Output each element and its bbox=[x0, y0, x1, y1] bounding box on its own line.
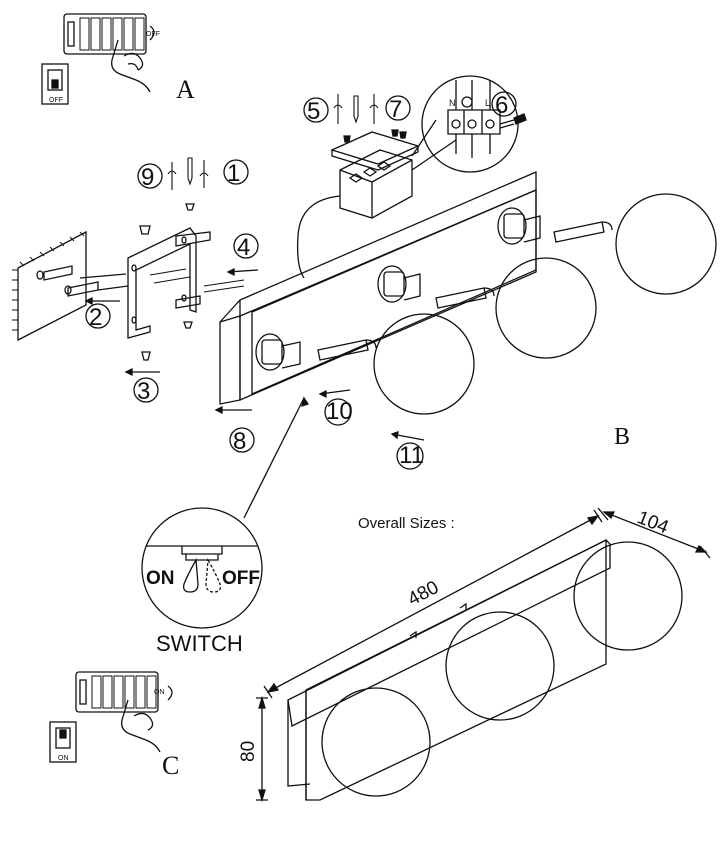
socket-1 bbox=[255, 333, 301, 371]
breaker-panel-a: OFF bbox=[63, 13, 160, 93]
step-5: 5 bbox=[307, 98, 320, 125]
screwdriver-icon-5-7 bbox=[333, 94, 379, 124]
terminal-callout-lines bbox=[411, 119, 457, 171]
breaker-off-label: OFF bbox=[49, 97, 63, 104]
step-4: 4 bbox=[237, 234, 250, 261]
terminal-block-detail bbox=[421, 75, 527, 173]
globe-shade-2 bbox=[495, 257, 597, 359]
breaker-off-icon bbox=[41, 63, 69, 105]
switch-callout-line bbox=[243, 397, 305, 519]
switch-on-label: ON bbox=[146, 568, 175, 589]
dim-globe-2 bbox=[445, 611, 555, 721]
dimension-80 bbox=[256, 695, 268, 803]
step-3: 3 bbox=[137, 378, 150, 405]
step-2: 2 bbox=[89, 304, 102, 331]
section-c-label: C bbox=[162, 751, 179, 780]
globe-shade-1 bbox=[373, 313, 475, 415]
overall-sizes-title: Overall Sizes : bbox=[358, 515, 455, 532]
dimension-480-label: 480 bbox=[404, 577, 442, 610]
socket-2 bbox=[377, 265, 421, 303]
breaker-off-text: OFF bbox=[146, 31, 160, 38]
step-10: 10 bbox=[326, 398, 353, 425]
breaker-on-icon bbox=[49, 721, 77, 763]
step-11: 11 bbox=[399, 442, 424, 469]
dimension-80-label: 80 bbox=[238, 741, 259, 762]
dimension-104 bbox=[597, 507, 711, 559]
step-1: 1 bbox=[227, 160, 240, 187]
junction-box bbox=[330, 129, 420, 219]
power-cable bbox=[296, 195, 341, 279]
dimension-480 bbox=[263, 509, 603, 699]
socket-3 bbox=[497, 207, 541, 245]
breaker-on-text: ON bbox=[154, 689, 165, 696]
gu10-bulb-1 bbox=[317, 339, 377, 361]
switch-off-label: OFF bbox=[222, 568, 260, 589]
step-9: 9 bbox=[141, 164, 154, 191]
dimension-drawing bbox=[287, 538, 683, 801]
section-b-label: B bbox=[614, 424, 630, 450]
wall-plugs bbox=[43, 265, 129, 297]
gu10-bulb-2 bbox=[435, 287, 495, 309]
dim-globe-1 bbox=[321, 687, 431, 797]
bracket-screws bbox=[139, 203, 245, 361]
screwdriver-icon-9-1 bbox=[167, 157, 209, 190]
step-numbers: 1 2 3 4 5 6 7 8 9 10 11 bbox=[85, 91, 517, 470]
dimension-104-label: 104 bbox=[634, 507, 672, 539]
section-a-label: A bbox=[176, 75, 195, 104]
switch-caption: SWITCH bbox=[156, 631, 243, 656]
switch-detail-circle bbox=[141, 507, 263, 629]
globe-shade-3 bbox=[615, 193, 717, 295]
gu10-bulb-3 bbox=[553, 221, 613, 243]
step-8: 8 bbox=[233, 428, 246, 455]
dim-globe-3 bbox=[573, 541, 683, 651]
breaker-panel-c: ON bbox=[75, 671, 173, 753]
step-7: 7 bbox=[389, 96, 402, 123]
mounting-bracket bbox=[127, 227, 211, 339]
breaker-on-label: ON bbox=[58, 755, 69, 762]
terminal-l: L bbox=[485, 98, 490, 108]
ground-icon bbox=[461, 96, 473, 108]
terminal-n: N bbox=[449, 98, 456, 108]
step-6: 6 bbox=[495, 92, 508, 119]
